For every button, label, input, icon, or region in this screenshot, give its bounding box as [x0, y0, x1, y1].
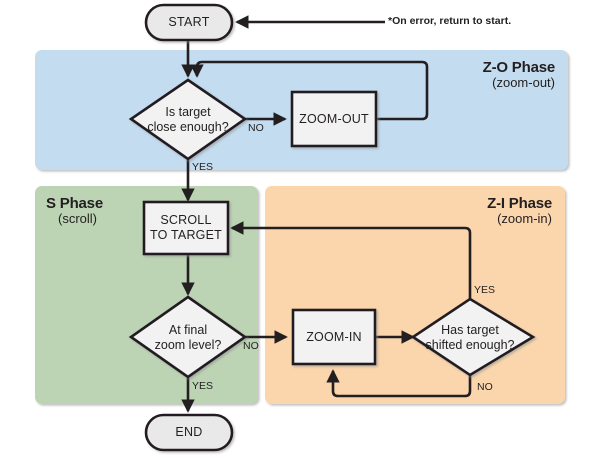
node-end: [144, 413, 234, 452]
node-decision-close-enough: [128, 78, 248, 161]
node-zoom-out: [290, 90, 378, 148]
node-decision-shifted: [410, 297, 536, 377]
edge-zoom-out-loopback: [190, 60, 429, 121]
node-decision-final-zoom: [128, 295, 248, 379]
node-zoom-in: [291, 308, 377, 366]
node-scroll-to-target: [142, 200, 230, 256]
edge-shifted-no-to-zoom-in: [326, 369, 472, 398]
edge-shifted-yes-to-scroll: [230, 221, 472, 300]
phase-panel-zoom-in: [265, 186, 565, 404]
node-start: [144, 3, 234, 42]
